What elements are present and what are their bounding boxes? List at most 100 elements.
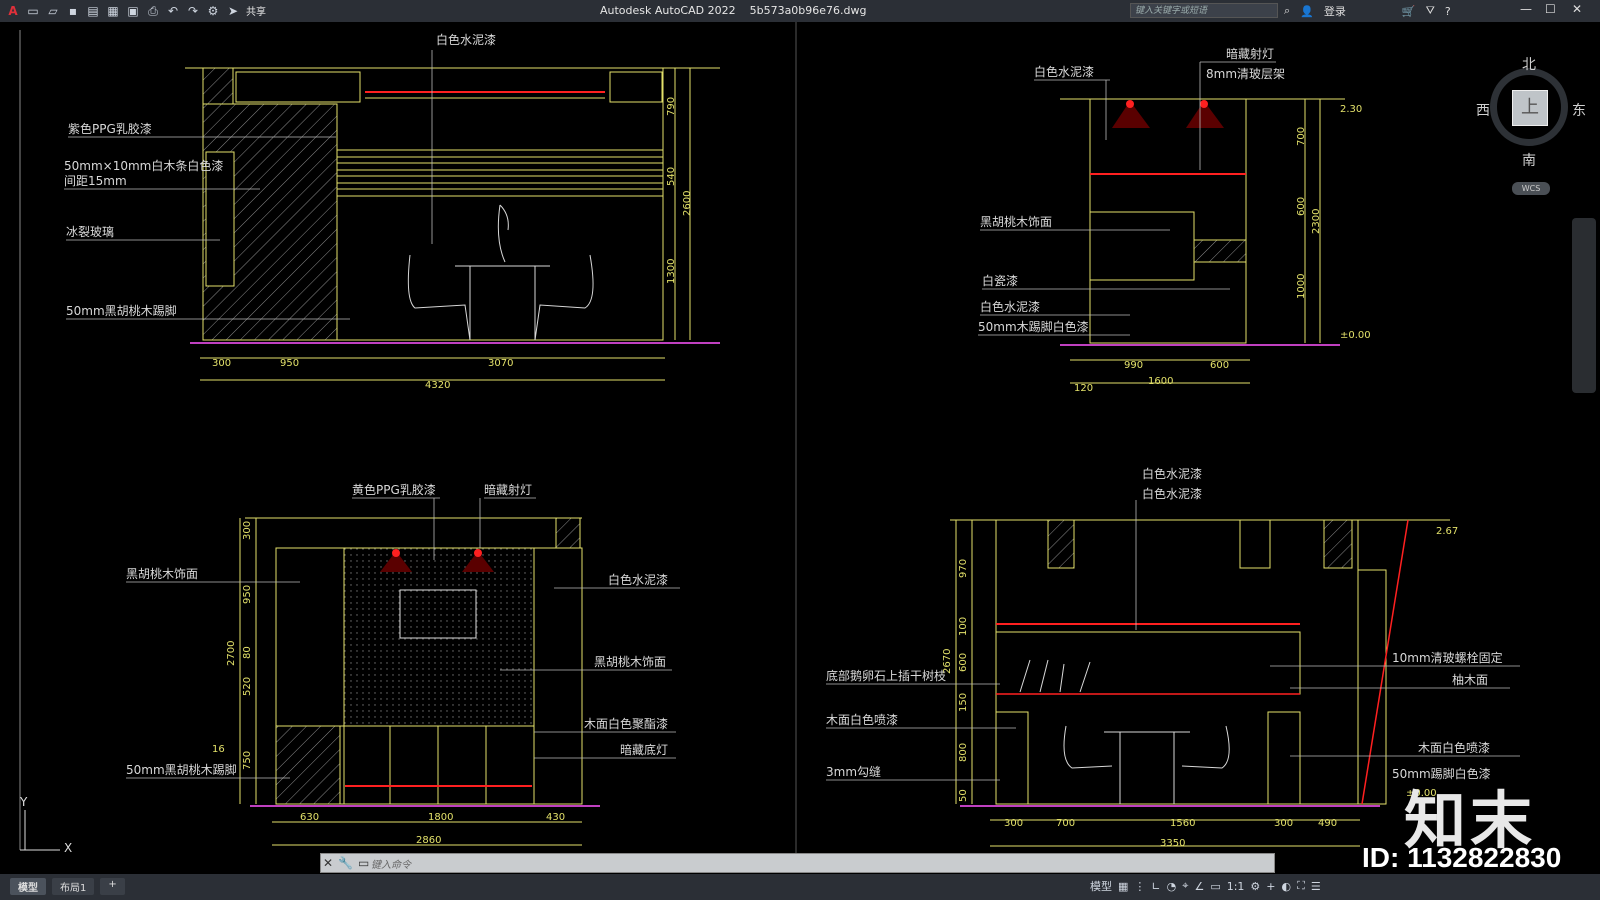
dim: 600 xyxy=(1296,197,1307,216)
dim: 950 xyxy=(280,358,299,369)
settings-gear-icon[interactable]: ⚙ xyxy=(1250,879,1261,893)
viewcube-top-face[interactable]: 上 xyxy=(1512,90,1548,126)
share-icon[interactable]: ➤ xyxy=(227,3,239,18)
publish-icon[interactable]: ▦ xyxy=(107,3,119,18)
watermark-id: ID: 1132822830 xyxy=(1362,842,1562,873)
dim: 990 xyxy=(1124,360,1143,371)
watermark-logo: 知末 xyxy=(1404,784,1537,857)
fullscreen-icon[interactable]: ⛶ xyxy=(1297,879,1305,892)
svg-text:Y: Y xyxy=(19,795,28,809)
command-line[interactable]: ✕ 🔧 ▭ 键入命令 xyxy=(320,853,1275,873)
help-icon[interactable]: ? xyxy=(1444,4,1451,18)
label: 3mm勾缝 xyxy=(826,764,881,779)
workspace-icon[interactable]: ⚙ xyxy=(207,3,219,18)
command-input[interactable]: 键入命令 xyxy=(371,860,411,871)
model-space-toggle[interactable]: 模型 xyxy=(1090,880,1112,893)
save-as-icon[interactable]: ▤ xyxy=(87,3,99,18)
label: 白色水泥漆 xyxy=(1142,486,1202,501)
compass-west[interactable]: 西 xyxy=(1476,103,1490,119)
label: 黑胡桃木饰面 xyxy=(594,654,666,669)
navigation-bar[interactable] xyxy=(1572,218,1596,393)
otrack-icon[interactable]: ∠ xyxy=(1194,879,1205,893)
minimize-icon[interactable]: — xyxy=(1520,2,1532,16)
level: ±0.00 xyxy=(1406,788,1437,799)
close-icon[interactable]: ✕ xyxy=(1572,2,1583,16)
cart-icon[interactable]: 🛒 xyxy=(1401,4,1416,18)
snap-icon[interactable]: ⋮ xyxy=(1134,879,1146,893)
dim: 16 xyxy=(212,744,225,755)
dim: 3070 xyxy=(488,358,513,369)
compass-north[interactable]: 北 xyxy=(1522,57,1536,73)
compass-east[interactable]: 东 xyxy=(1572,103,1586,119)
panel-3-leaders xyxy=(126,497,680,779)
app-store-icon[interactable]: ⛛ xyxy=(1425,4,1435,17)
ortho-icon[interactable]: ∟ xyxy=(1151,879,1161,893)
elevation-panel-1 xyxy=(185,67,720,381)
dim: 300 xyxy=(242,521,253,540)
help-search-input[interactable]: 键入关键字或短语 xyxy=(1130,3,1278,18)
selection-cycling-icon[interactable]: ▭ xyxy=(1210,879,1221,893)
maximize-icon[interactable]: ☐ xyxy=(1545,2,1556,16)
svg-text:X: X xyxy=(64,841,72,855)
isolate-icon[interactable]: ◐ xyxy=(1281,879,1292,893)
autocad-logo-icon[interactable]: A xyxy=(8,3,18,18)
redo-icon[interactable]: ↷ xyxy=(187,3,199,18)
compass-south[interactable]: 南 xyxy=(1522,153,1536,169)
osnap-icon[interactable]: ⌖ xyxy=(1182,879,1189,892)
dim: 600 xyxy=(1210,360,1229,371)
undo-icon[interactable]: ↶ xyxy=(167,3,179,18)
dim: 490 xyxy=(1318,818,1337,829)
label: 黄色PPG乳胶漆 xyxy=(352,482,436,497)
dim: 800 xyxy=(958,743,969,762)
dim: 1800 xyxy=(428,812,453,823)
dim: 50 xyxy=(958,789,969,802)
tab-layout1[interactable]: 布局1 xyxy=(52,878,95,895)
grid-icon[interactable]: ▦ xyxy=(1118,879,1129,893)
viewcube[interactable]: 上 北 南 西 东 xyxy=(1476,57,1586,170)
customization-menu-icon[interactable]: ☰ xyxy=(1310,879,1321,893)
label: 底部鹅卵石上插干树枝 xyxy=(826,668,946,683)
panel-4-labels: 白色水泥漆 白色水泥漆 底部鹅卵石上插干树枝 木面白色喷漆 3mm勾缝 10mm… xyxy=(826,466,1503,781)
open-folder-icon[interactable]: ▱ xyxy=(48,3,58,18)
new-file-icon[interactable]: ▭ xyxy=(27,3,39,18)
app-name: Autodesk AutoCAD 2022 xyxy=(600,4,736,17)
plot-icon[interactable]: ▣ xyxy=(127,3,139,18)
polar-icon[interactable]: ◔ xyxy=(1166,879,1177,893)
tab-model[interactable]: 模型 xyxy=(10,878,46,895)
drawing-canvas[interactable]: Y X 790 540 xyxy=(0,22,1600,880)
label: 暗藏射灯 xyxy=(1226,46,1274,61)
user-icon[interactable]: 👤 xyxy=(1300,4,1314,18)
login-button[interactable]: 登录 xyxy=(1323,5,1346,18)
customize-icon[interactable]: 🔧 xyxy=(338,856,354,870)
close-command-line-icon[interactable]: ✕ xyxy=(323,856,334,870)
dim: 790 xyxy=(666,97,677,116)
label: 白色水泥漆 xyxy=(608,572,668,587)
window-title: Autodesk AutoCAD 2022 5b573a0b96e76.dwg xyxy=(600,4,867,17)
dim: 150 xyxy=(958,693,969,712)
viewcube-compass-ring[interactable] xyxy=(1490,68,1568,146)
wcs-menu[interactable]: WCS xyxy=(1512,182,1550,195)
dim: 2700 xyxy=(226,641,237,666)
annotation-scale[interactable]: 1:1 xyxy=(1226,879,1245,893)
label: 50mm黑胡桃木踢脚 xyxy=(126,762,237,777)
dim: 1300 xyxy=(666,259,677,284)
label: 白色水泥漆 xyxy=(1034,64,1094,79)
dim: 750 xyxy=(242,751,253,770)
level: 2.30 xyxy=(1340,104,1362,115)
save-icon[interactable]: ▪ xyxy=(68,3,78,18)
status-bar: 模型 布局1 + 模型 ▦ ⋮ ∟ ◔ ⌖ ∠ ▭ 1:1 ⚙ + ◐ ⛶ ☰ xyxy=(0,874,1600,900)
share-button[interactable]: 共享 xyxy=(246,7,266,18)
elevation-panel-4 xyxy=(950,519,1450,847)
title-bar: A ▭ ▱ ▪ ▤ ▦ ▣ ⎙ ↶ ↷ ⚙ ➤ 共享 Autodesk Auto… xyxy=(0,0,1600,22)
dim: 2600 xyxy=(682,191,693,216)
label: 50mm踢脚白色漆 xyxy=(1392,766,1491,781)
recent-commands-icon[interactable]: ▭ xyxy=(358,856,370,870)
print-icon[interactable]: ⎙ xyxy=(148,3,158,18)
plus-icon[interactable]: + xyxy=(1266,879,1276,893)
label: 木面白色聚酯漆 xyxy=(584,716,668,731)
dim: 430 xyxy=(546,812,565,823)
search-icon[interactable]: ⌕ xyxy=(1284,4,1291,17)
label: 木面白色喷漆 xyxy=(1418,740,1490,755)
add-layout-tab[interactable]: + xyxy=(100,878,125,895)
dining-set-sketch-4 xyxy=(1019,659,1230,804)
